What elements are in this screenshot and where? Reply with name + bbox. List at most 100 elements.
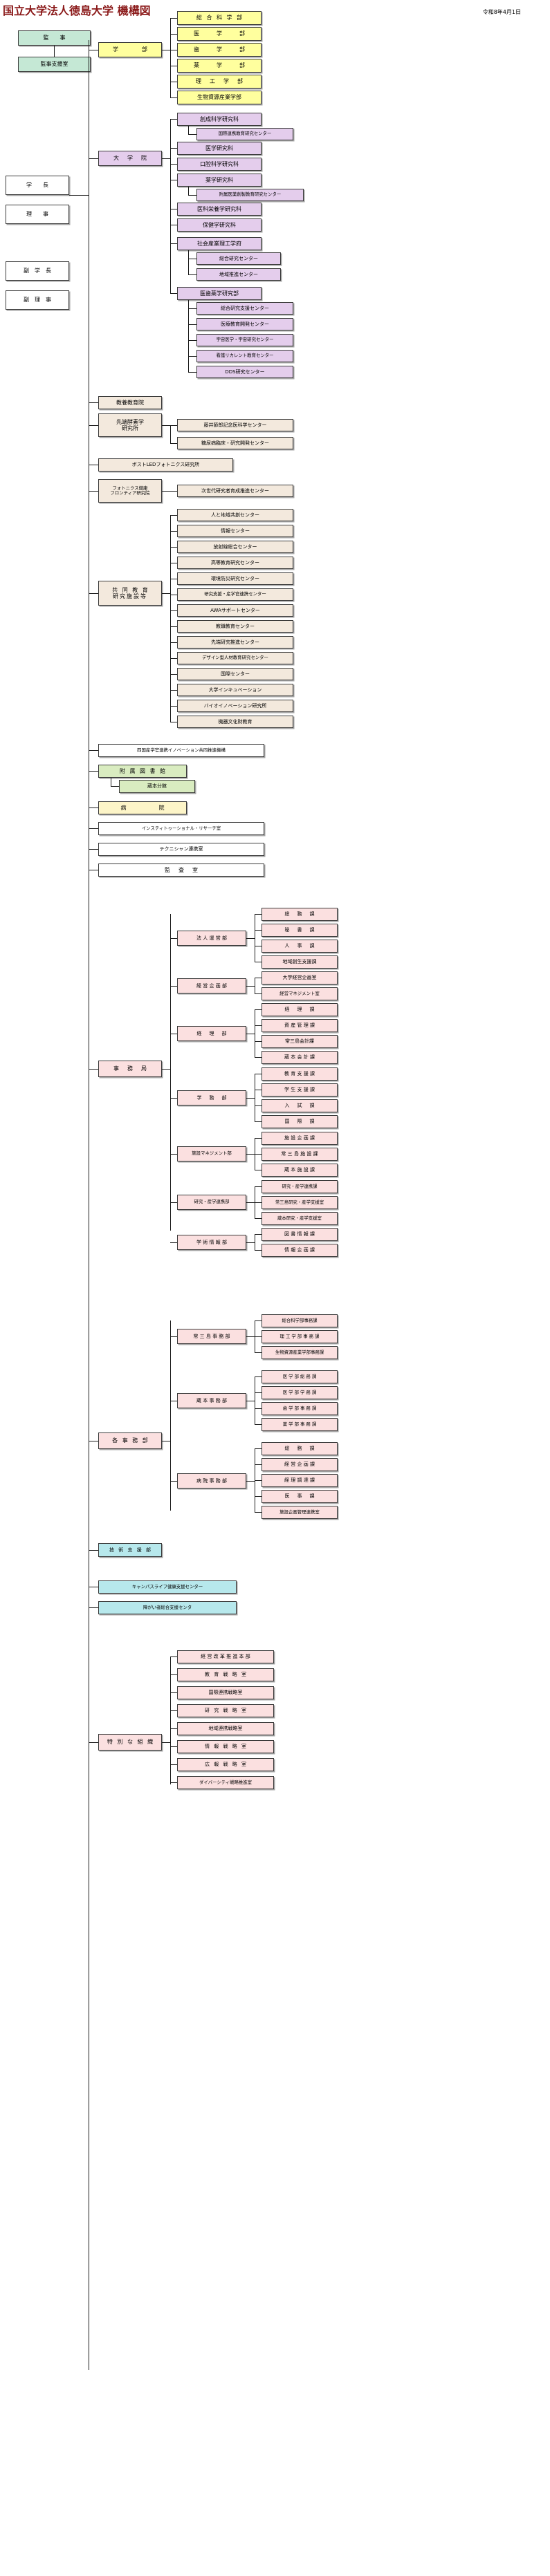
node-grad-space-medicine-center[interactable]: 宇宙医学・宇宙研究センター: [196, 334, 293, 346]
node-faculty-integrated-arts[interactable]: 総 合 科 学 部: [177, 11, 262, 25]
node-joint-incubation[interactable]: 大学インキュベーション: [177, 684, 293, 696]
node-shikoku-innovation-org[interactable]: 四国産学官連携イノベーション共同推進機構: [98, 744, 264, 757]
node-campus-life-health-center[interactable]: キャンパスライフ健康支援センター: [98, 1580, 237, 1594]
node-faculty-heading[interactable]: 学 部: [98, 42, 162, 57]
node-admin-facility-mgmt-dept[interactable]: 施設マネジメント部: [177, 1146, 246, 1161]
node-admin-kuramoto-research-support[interactable]: 蔵本研究・産学支援室: [262, 1212, 338, 1225]
node-faculty-bioresource[interactable]: 生物資源産業学部: [177, 91, 262, 104]
node-dentistry-office[interactable]: 歯 学 部 事 務 課: [262, 1402, 338, 1415]
node-special-pr-strategy[interactable]: 広 報 戦 略 室: [177, 1758, 274, 1771]
node-admin-secretariat[interactable]: 秘 書 課: [262, 924, 338, 937]
node-joint-design-education-center[interactable]: デザイン型人材教育研究センター: [177, 652, 293, 664]
node-medicine-general-affairs[interactable]: 医 学 部 総 務 課: [262, 1370, 338, 1383]
node-integrated-arts-office[interactable]: 総合科学部事務課: [262, 1314, 338, 1327]
node-hospital-office-dept[interactable]: 病 院 事 務 部: [177, 1473, 246, 1488]
node-hospital-general-affairs[interactable]: 総 務 課: [262, 1442, 338, 1455]
node-president[interactable]: 学 長: [6, 176, 69, 195]
node-science-tech-office[interactable]: 理 工 学 部 事 務 課: [262, 1330, 338, 1343]
node-disability-support-center[interactable]: 障がい者総合支援センタ: [98, 1601, 237, 1614]
node-admin-kuramoto-accounting[interactable]: 蔵 本 会 計 課: [262, 1051, 338, 1064]
node-bioresource-office[interactable]: 生物資源産業学部事務課: [262, 1346, 338, 1359]
node-admin-admissions[interactable]: 入 試 課: [262, 1099, 338, 1112]
node-hospital-accounting-procurement[interactable]: 経 理 調 達 課: [262, 1474, 338, 1487]
node-director[interactable]: 理 事: [6, 205, 69, 224]
node-admin-kuramoto-facility[interactable]: 蔵 本 施 設 課: [262, 1164, 338, 1177]
node-institutional-research-office[interactable]: インスティトゥーショナル・リサーチ室: [98, 822, 264, 835]
node-grad-medical-nutrition[interactable]: 医科栄養学研究科: [177, 203, 262, 216]
node-joint-human-regional-center[interactable]: 人と地域共創センター: [177, 509, 293, 521]
node-admin-general-affairs[interactable]: 総 務 課: [262, 908, 338, 921]
node-admin-research-industry-div[interactable]: 研究・産学連携課: [262, 1180, 338, 1193]
node-pharmacy-office[interactable]: 薬 学 部 事 務 課: [262, 1418, 338, 1431]
node-joint-env-disaster-center[interactable]: 環境防災研究センター: [177, 572, 293, 585]
node-special-regional-strategy[interactable]: 地域連携戦略室: [177, 1722, 274, 1735]
node-grad-pharmacy[interactable]: 薬学研究科: [177, 174, 262, 187]
node-hospital-mgmt-planning[interactable]: 経 営 企 画 課: [262, 1458, 338, 1471]
node-enzyme-institute[interactable]: 先端酵素学 研究所: [98, 413, 162, 437]
node-grad-comprehensive-support-center[interactable]: 総合研究支援センター: [196, 302, 293, 315]
node-joint-cultural-heritage-education[interactable]: 機器文化財教育: [177, 716, 293, 728]
node-admin-mgmt-office[interactable]: 経営マネジメント室: [262, 987, 338, 1000]
node-post-led-photonics-institute[interactable]: ポストLEDフォトニクス研究所: [98, 458, 233, 472]
node-grad-social-industrial[interactable]: 社会産業理工学府: [177, 237, 262, 250]
node-admin-international[interactable]: 国 際 課: [262, 1115, 338, 1128]
node-grad-health-science[interactable]: 保健学研究科: [177, 218, 262, 232]
node-grad-research-center[interactable]: 総合研究センター: [196, 252, 281, 265]
node-special-education-strategy[interactable]: 教 育 戦 略 室: [177, 1668, 274, 1681]
node-special-diversity-strategy[interactable]: ダイバーシティ戦略推進室: [177, 1776, 274, 1789]
node-grad-oral-science[interactable]: 口腔科学研究科: [177, 158, 262, 171]
node-audit-office[interactable]: 監 査 室: [98, 864, 264, 877]
node-admin-regional-creation[interactable]: 地域創生支援課: [262, 955, 338, 969]
node-special-mgmt-reform-hq[interactable]: 経 営 改 革 推 進 本 部: [177, 1650, 274, 1663]
node-admin-info-planning[interactable]: 情 報 企 画 課: [262, 1244, 338, 1257]
node-grad-nursing-recurrent-center[interactable]: 看護リカレント教育センター: [196, 350, 293, 362]
node-joint-research-industry-center[interactable]: 研究支援・産学官連携センター: [177, 588, 293, 601]
node-vice-director[interactable]: 副 理 事: [6, 290, 69, 310]
node-next-gen-researcher-center[interactable]: 次世代研究者育成推進センター: [177, 485, 293, 497]
node-grad-medicine[interactable]: 医学研究科: [177, 142, 262, 155]
node-fujii-setsuro-center[interactable]: 藤井節郎記念医科学センター: [177, 419, 293, 431]
node-diabetes-center[interactable]: 糖尿病臨床・研究開発センター: [177, 437, 293, 449]
node-joint-facilities-heading[interactable]: 共 同 教 育 研究施設等: [98, 581, 162, 606]
node-admin-accounting-dept[interactable]: 経 理 部: [177, 1026, 246, 1041]
node-hospital-facility-mgmt-office[interactable]: 施設企画管理連携室: [262, 1506, 338, 1519]
node-hospital[interactable]: 病 院: [98, 801, 187, 814]
node-admin-josanjima-research-support[interactable]: 常三島研究・産学支援室: [262, 1196, 338, 1209]
node-admin-research-industry-dept[interactable]: 研究・産学連携部: [177, 1195, 246, 1210]
node-auditor-support-office[interactable]: 監事支援室: [18, 57, 91, 72]
node-grad-med-dent-pharm[interactable]: 医歯薬学研究部: [177, 287, 262, 300]
node-joint-international-center[interactable]: 国際センター: [177, 668, 293, 680]
node-admin-academic-affairs-dept[interactable]: 学 務 部: [177, 1090, 246, 1105]
node-admin-planning-dept[interactable]: 経 営 企 画 部: [177, 978, 246, 993]
node-graduate-heading[interactable]: 大 学 院: [98, 151, 162, 166]
node-admin-univ-mgmt-planning-office[interactable]: 大学経営企画室: [262, 971, 338, 984]
node-admin-library-info[interactable]: 図 書 情 報 課: [262, 1228, 338, 1241]
node-special-org-heading[interactable]: 特 別 な 組 織: [98, 1734, 162, 1751]
node-liberal-arts-college[interactable]: 教養教育院: [98, 396, 162, 409]
node-joint-advanced-research-center[interactable]: 先端研究推進センター: [177, 636, 293, 648]
node-special-intl-strategy[interactable]: 国際連携戦略室: [177, 1686, 274, 1699]
node-photonics-health-frontier[interactable]: フォトニクス健康 フロンティア研究院: [98, 479, 162, 503]
node-library-kuramoto-branch[interactable]: 蔵本分館: [119, 780, 195, 793]
node-campus-offices-heading[interactable]: 各 事 務 部: [98, 1432, 162, 1449]
node-admin-education-support[interactable]: 教 育 支 援 課: [262, 1067, 338, 1081]
node-vice-president[interactable]: 副 学 長: [6, 261, 69, 281]
node-admin-corp-mgmt-dept[interactable]: 法 人 運 営 部: [177, 931, 246, 946]
node-faculty-medicine[interactable]: 医 学 部: [177, 27, 262, 41]
node-admin-accounting-div[interactable]: 経 理 課: [262, 1003, 338, 1016]
node-admin-josanjima-facility[interactable]: 常 三 島 施 設 課: [262, 1148, 338, 1161]
node-grad-intl-collab-center[interactable]: 国際連携教育研究センター: [196, 128, 293, 140]
node-admin-facility-planning[interactable]: 施 設 企 画 課: [262, 1132, 338, 1145]
node-joint-higher-education-center[interactable]: 高等教育研究センター: [177, 557, 293, 569]
node-admin-asset-mgmt[interactable]: 資 産 管 理 課: [262, 1019, 338, 1032]
node-grad-dds-center[interactable]: DDS研究センター: [196, 366, 293, 378]
node-joint-awa-support-center[interactable]: AWAサポートセンター: [177, 604, 293, 617]
node-joint-information-center[interactable]: 情報センター: [177, 525, 293, 537]
node-special-research-strategy[interactable]: 研 究 戦 略 室: [177, 1704, 274, 1717]
node-grad-regional-center[interactable]: 地域推進センター: [196, 268, 281, 281]
node-admin-bureau-heading[interactable]: 事 務 局: [98, 1061, 162, 1077]
node-library[interactable]: 附 属 図 書 館: [98, 765, 187, 778]
node-joint-bio-innovation-institute[interactable]: バイオイノベーション研究所: [177, 700, 293, 712]
node-faculty-pharmacy[interactable]: 薬 学 部: [177, 59, 262, 73]
node-special-info-strategy[interactable]: 情 報 戦 略 室: [177, 1740, 274, 1753]
